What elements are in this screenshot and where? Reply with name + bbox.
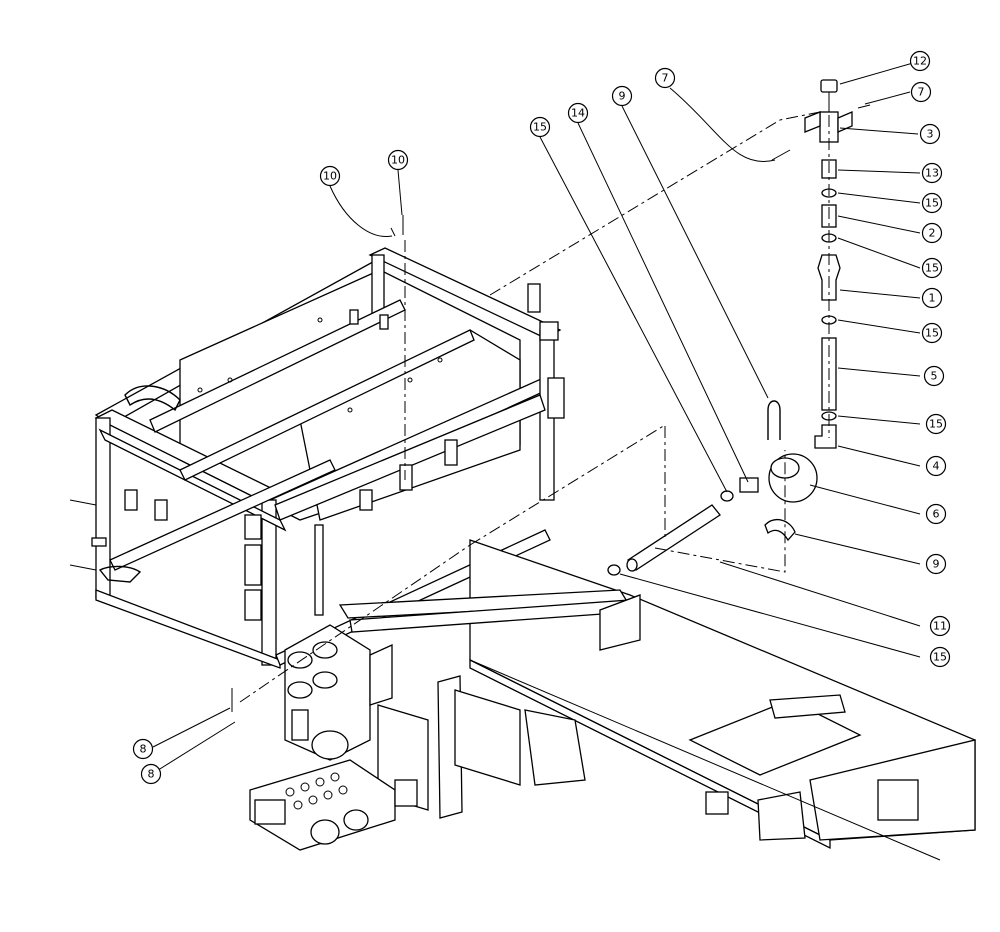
- leader-lines: [152, 60, 921, 773]
- callout-label: 4: [933, 460, 940, 473]
- callout-bubble-8: 8: [132, 738, 154, 760]
- callout-bubble-8: 8: [140, 763, 162, 785]
- callout-label: 7: [918, 86, 925, 99]
- callout-bubble-15: 15: [921, 192, 943, 214]
- callout-bubble-2: 2: [921, 222, 943, 244]
- main-frame: [69, 247, 565, 669]
- callout-label: 9: [619, 90, 626, 103]
- keypad-buttons: [285, 772, 348, 810]
- callout-bubble-10: 10: [319, 165, 341, 187]
- assembly-lines: [239, 92, 830, 703]
- callout-bubble-11: 11: [929, 615, 951, 637]
- callout-label: 10: [391, 154, 405, 167]
- callout-label: 15: [933, 651, 947, 664]
- callout-bubble-7: 7: [654, 67, 676, 89]
- callout-bubble-6: 6: [925, 503, 947, 525]
- callout-label: 5: [931, 370, 938, 383]
- callout-label: 2: [929, 227, 936, 240]
- callout-label: 8: [148, 768, 155, 781]
- callout-bubble-3: 3: [919, 123, 941, 145]
- callout-bubble-10: 10: [387, 149, 409, 171]
- callout-label: 10: [323, 170, 337, 183]
- callout-bubble-9: 9: [611, 85, 633, 107]
- callout-bubble-12: 12: [909, 50, 931, 72]
- callout-label: 9: [933, 558, 940, 571]
- callout-bubble-15: 15: [921, 322, 943, 344]
- callout-label: 15: [929, 418, 943, 431]
- callout-bubble-5: 5: [923, 365, 945, 387]
- callout-bubble-13: 13: [921, 162, 943, 184]
- callout-bubble-15: 15: [925, 413, 947, 435]
- callout-bubble-1: 1: [921, 287, 943, 309]
- callout-label: 15: [925, 327, 939, 340]
- callout-bubble-9: 9: [925, 553, 947, 575]
- callout-bubble-15: 15: [529, 116, 551, 138]
- callout-label: 12: [913, 55, 927, 68]
- callout-label: 3: [927, 128, 934, 141]
- callout-bubble-7: 7: [910, 81, 932, 103]
- callout-bubble-4: 4: [925, 455, 947, 477]
- callout-bubble-14: 14: [567, 102, 589, 124]
- callout-label: 15: [925, 262, 939, 275]
- callout-label: 8: [140, 743, 147, 756]
- callout-label: 1: [929, 292, 936, 305]
- callout-label: 13: [925, 167, 939, 180]
- valve-assembly: [249, 624, 418, 851]
- callout-label: 15: [533, 121, 547, 134]
- callout-label: 14: [571, 107, 585, 120]
- callout-label: 15: [925, 197, 939, 210]
- callout-label: 7: [662, 72, 669, 85]
- callout-bubble-15: 15: [921, 257, 943, 279]
- base-chassis: [338, 539, 976, 861]
- callout-label: 11: [933, 620, 947, 633]
- callout-label: 6: [933, 508, 940, 521]
- callout-bubble-15: 15: [929, 646, 951, 668]
